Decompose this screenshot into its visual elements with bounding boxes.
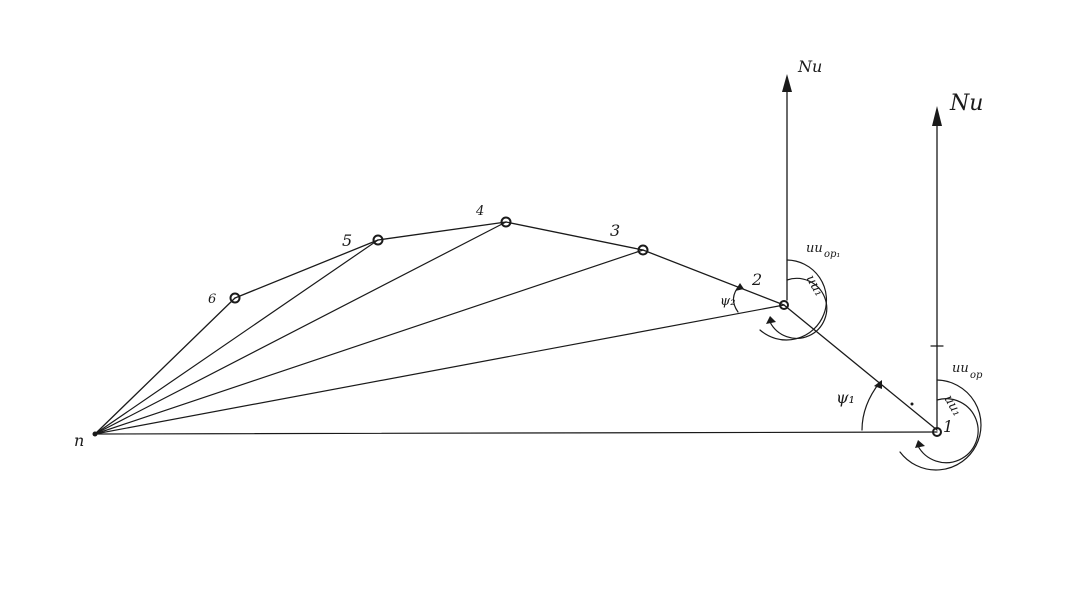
construction-dot xyxy=(910,402,914,406)
label-az1-outer-sub: ор xyxy=(970,370,983,381)
station-5-marker xyxy=(372,234,384,246)
station-2-marker xyxy=(779,300,789,310)
station-3-marker xyxy=(637,244,649,256)
station-4-marker xyxy=(500,216,512,228)
label-az2-outer: uu xyxy=(806,241,823,256)
station-n-marker xyxy=(92,431,98,437)
angle-psi1-arc xyxy=(861,381,881,431)
leg-6-5 xyxy=(234,239,379,299)
label-1: 1 xyxy=(943,417,953,436)
label-2: 2 xyxy=(751,270,762,289)
label-az2-outer-sub: ор₁ xyxy=(824,249,840,260)
azimuth-arc-inner-1 xyxy=(917,398,979,464)
label-6: 6 xyxy=(208,292,216,307)
ray-n-5 xyxy=(94,239,379,435)
azimuth-arc-outer-2 xyxy=(759,259,828,341)
angle-psi1-arrow-icon xyxy=(874,380,882,389)
azimuth-arrow-2-icon xyxy=(766,316,776,324)
label-3: 3 xyxy=(610,221,620,240)
azimuth-arc-outer-1 xyxy=(899,379,982,471)
ray-n-2 xyxy=(94,304,785,435)
label-az1-inner: uu₁ xyxy=(941,393,965,420)
label-az1-outer: uu xyxy=(952,361,969,376)
label-psi1: ψ₁ xyxy=(836,388,855,407)
label-5: 5 xyxy=(342,231,352,250)
label-4: 4 xyxy=(475,204,484,219)
leg-5-4 xyxy=(377,221,507,241)
azimuth-arc-inner-2 xyxy=(769,277,828,339)
label-north-2: Nu xyxy=(797,57,822,76)
label-n: n xyxy=(74,431,84,450)
station-6-marker xyxy=(229,292,241,304)
leg-4-3 xyxy=(505,221,644,251)
label-north-1: Nu xyxy=(949,91,983,116)
north-arrowhead-1-icon xyxy=(932,106,942,126)
label-az2-inner: uu₁ xyxy=(803,273,827,300)
angle-psi2-arrow-icon xyxy=(735,283,744,291)
label-psi2: ψ₂ xyxy=(720,294,735,309)
ray-n-4 xyxy=(94,221,507,435)
north-arrowhead-2-icon xyxy=(782,74,792,92)
leg-n-6 xyxy=(94,297,236,435)
azimuth-arrow-1-icon xyxy=(915,440,925,448)
leg-3-2 xyxy=(642,249,785,306)
ray-n-1 xyxy=(94,431,938,435)
leg-2-1 xyxy=(783,304,938,431)
ray-n-3 xyxy=(94,249,644,435)
